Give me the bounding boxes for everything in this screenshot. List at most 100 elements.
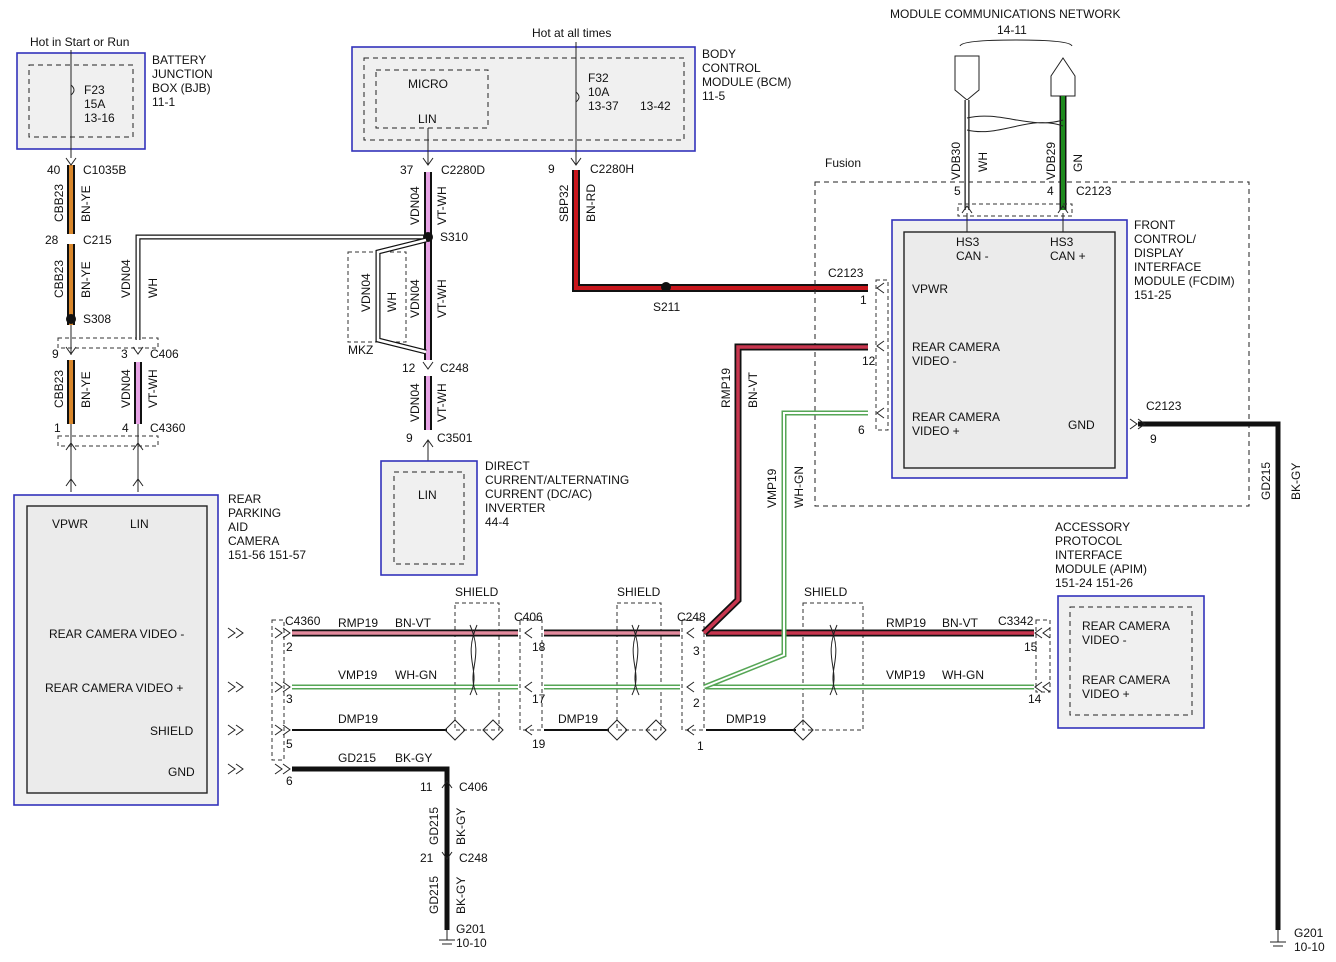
- wire-color-wh: WH: [976, 152, 990, 172]
- bcm-micro-label: MICRO: [408, 77, 448, 91]
- pin-1: 1: [860, 293, 867, 307]
- inverter-name-line: CURRENT/ALTERNATING: [485, 473, 629, 487]
- can-network-wires: [954, 55, 1076, 232]
- apim-module: ACCESSORY PROTOCOL INTERFACE MODULE (API…: [1055, 520, 1205, 729]
- pin-17: 17: [532, 692, 546, 706]
- wire-label-vdb30: VDB30: [949, 142, 963, 180]
- body-control-module: BODY CONTROL MODULE (BCM) 11-5 MICRO LIN…: [351, 46, 791, 152]
- pin-37: 37: [400, 163, 414, 177]
- wire-color-vt-wh: VT-WH: [146, 369, 160, 408]
- inverter-name-line: CURRENT (DC/AC): [485, 487, 592, 501]
- shield-label: SHIELD: [617, 585, 661, 599]
- wire-gd215-bk-gy: [292, 766, 450, 930]
- connector-c2123: C2123: [1076, 184, 1112, 198]
- wire-label-cbb23: CBB23: [52, 370, 66, 408]
- dc-ac-inverter: LIN DIRECT CURRENT/ALTERNATING CURRENT (…: [380, 459, 629, 576]
- wire-label-rmp19: RMP19: [719, 368, 733, 408]
- wire-sbp32-bn-rd-fill: [574, 170, 868, 290]
- pin-3: 3: [121, 347, 128, 361]
- pin-9: 9: [406, 431, 413, 445]
- connector-c2123: C2123: [828, 266, 864, 280]
- splice-s310-label: S310: [440, 230, 468, 244]
- fuse-f32-label: F32: [588, 71, 609, 85]
- pin-9: 9: [1150, 432, 1157, 446]
- wire-label-vdb29: VDB29: [1044, 142, 1058, 180]
- camera-pin-video-minus: REAR CAMERA VIDEO -: [49, 627, 184, 641]
- connector-c406: C406: [150, 347, 179, 361]
- wire-label-gd215: GD215: [427, 807, 441, 845]
- wire-color-bn-vt: BN-VT: [395, 616, 432, 630]
- bcm-name-line: 11-5: [702, 89, 725, 103]
- ground-g201-ref: 10-10: [456, 936, 487, 950]
- pin-1: 1: [54, 421, 61, 435]
- fuse-f32-rating: 10A: [588, 85, 609, 99]
- wire-gd215-bk-gy-right: [1138, 421, 1281, 930]
- wire-color-gn: GN: [1071, 154, 1085, 172]
- wire-color-wh: WH: [146, 278, 160, 298]
- twisted-pair-icon: [469, 624, 478, 696]
- splice-s211: [661, 282, 671, 292]
- pin-5: 5: [286, 737, 293, 751]
- connector-c4360-outline: [57, 435, 159, 447]
- wire-color-vt-wh: VT-WH: [435, 186, 449, 225]
- camera-name-line: REAR: [228, 492, 262, 506]
- wire-vdn04-wh-fill: [136, 235, 426, 340]
- fcdim-name-line: FRONT: [1134, 218, 1176, 232]
- wire-color-wh-gn: WH-GN: [942, 668, 984, 682]
- apim-ref: 151-24 151-26: [1055, 576, 1133, 590]
- wire-label-vdn04: VDN04: [408, 186, 422, 225]
- wire-color-wh-gn: WH-GN: [792, 466, 806, 508]
- shield-3-outline: [802, 602, 864, 731]
- pin-18: 18: [532, 640, 546, 654]
- camera-pin-video-plus: REAR CAMERA VIDEO +: [45, 681, 183, 695]
- bjb-name-line: BATTERY: [152, 53, 206, 67]
- shield-label: SHIELD: [804, 585, 848, 599]
- pin-15: 15: [1024, 640, 1038, 654]
- bjb-name-line: BOX (BJB): [152, 81, 211, 95]
- wire-label-cbb23: CBB23: [52, 260, 66, 298]
- camera-ref: 151-56 151-57: [228, 548, 306, 562]
- camera-pin-lin: LIN: [130, 517, 149, 531]
- pin-9: 9: [548, 162, 555, 176]
- bcm-name-line: BODY: [702, 47, 736, 61]
- mcn-ref: 14-11: [997, 23, 1027, 37]
- wire-label-cbb23: CBB23: [52, 184, 66, 222]
- harness-connector-arrows: [227, 627, 1051, 775]
- fcdim-pin-video-plus-2: VIDEO +: [912, 424, 960, 438]
- ground-g201-right-icon: [1270, 930, 1286, 947]
- camera-name-line: PARKING: [228, 506, 281, 520]
- apim-name-line: INTERFACE: [1055, 548, 1122, 562]
- connector-arrow-icon: [65, 157, 77, 166]
- fcdim-pin-gnd: GND: [1068, 418, 1095, 432]
- fcdim-can-minus-label-2: CAN -: [956, 249, 989, 263]
- connector-c3342-outline: [1035, 619, 1051, 693]
- camera-pin-gnd: GND: [168, 765, 195, 779]
- pin-19: 19: [532, 737, 546, 751]
- wire-color-vt-wh: VT-WH: [435, 383, 449, 422]
- apim-pin-video-plus: REAR CAMERA: [1082, 673, 1170, 687]
- wire-color-bn-ye: BN-YE: [79, 371, 93, 408]
- wire-label-vmp19: VMP19: [338, 668, 378, 682]
- connector-c2123-outline: [875, 279, 889, 431]
- shield-2-outline: [616, 602, 662, 731]
- pin-1: 1: [697, 739, 704, 753]
- splice-s211-label: S211: [653, 300, 680, 314]
- mcn-title: MODULE COMMUNICATIONS NETWORK: [890, 7, 1120, 21]
- apim-name-line: MODULE (APIM): [1055, 562, 1147, 576]
- connector-c3501: C3501: [437, 431, 473, 445]
- fuse-f32-ref: 13-37: [588, 99, 619, 113]
- ground-g201-label: G201: [456, 922, 486, 936]
- wire-label-dmp19: DMP19: [558, 712, 598, 726]
- pin-3: 3: [693, 644, 700, 658]
- connector-c2280d: C2280D: [441, 163, 485, 177]
- connector-c4360: C4360: [150, 421, 186, 435]
- wire-color-bk-gy: BK-GY: [454, 877, 468, 914]
- fcdim-name-line: MODULE (FCDIM): [1134, 274, 1235, 288]
- shield-label: SHIELD: [455, 585, 499, 599]
- connector-arrow-icon: [570, 157, 582, 166]
- fuse-f23-rating: 15A: [84, 97, 105, 111]
- apim-pin-video-minus-2: VIDEO -: [1082, 633, 1127, 647]
- fcdim-name-line: CONTROL/: [1134, 232, 1197, 246]
- wire-label-dmp19: DMP19: [726, 712, 766, 726]
- pin-9: 9: [52, 347, 59, 361]
